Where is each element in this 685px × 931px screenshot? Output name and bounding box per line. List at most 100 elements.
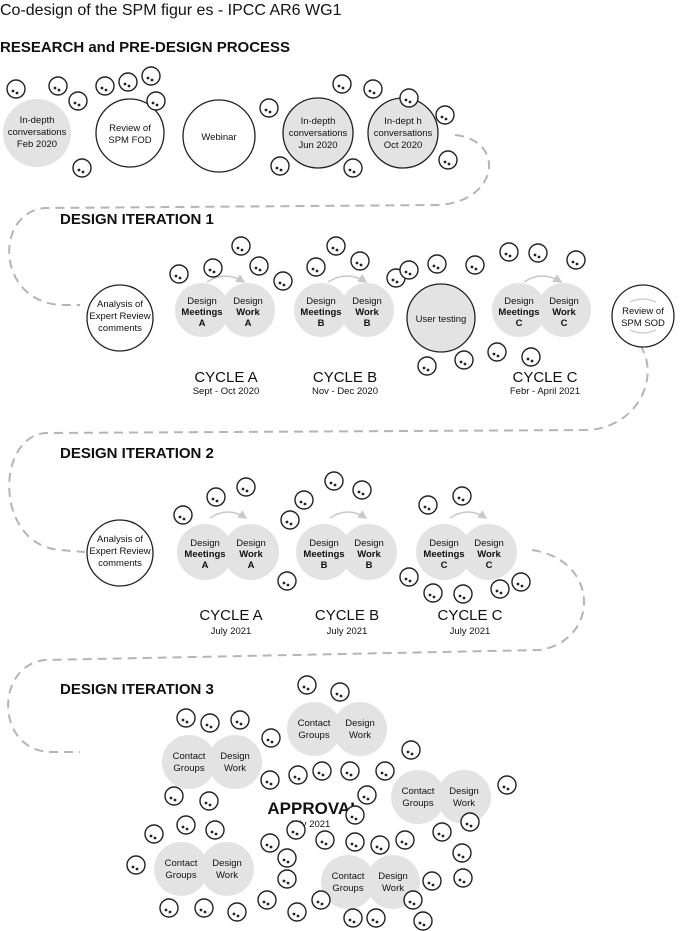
cycle-label: CYCLE C	[512, 369, 577, 386]
participant-face-icon	[363, 79, 383, 99]
svg-text:B: B	[364, 318, 371, 329]
svg-text:A: A	[245, 318, 252, 329]
participant-face-icon	[343, 908, 363, 928]
svg-text:Feb 2020: Feb 2020	[17, 139, 57, 150]
participant-face-icon	[297, 675, 317, 695]
svg-text:Groups: Groups	[173, 763, 204, 774]
svg-text:Design: Design	[352, 296, 382, 307]
participant-face-icon	[144, 824, 164, 844]
svg-text:Work: Work	[552, 307, 576, 318]
participant-face-icon	[460, 812, 480, 832]
svg-text:User testing: User testing	[416, 314, 467, 325]
participant-face-icon	[435, 105, 455, 125]
svg-text:Design: Design	[306, 296, 336, 307]
participant-face-icon	[249, 256, 269, 276]
svg-text:Design: Design	[233, 296, 263, 307]
cycle-date: July 2021	[327, 626, 368, 637]
participant-face-icon	[345, 805, 365, 825]
participant-face-icon	[72, 158, 92, 178]
svg-text:Work: Work	[453, 798, 475, 809]
research-circle-jun-2020: In-depth conversations Jun 2020	[282, 97, 354, 169]
svg-text:In-dept h: In-dept h	[384, 116, 422, 127]
svg-text:Meetings: Meetings	[300, 307, 341, 318]
participant-face-icon	[417, 356, 437, 376]
participant-face-icon	[343, 158, 363, 178]
svg-text:Work: Work	[216, 870, 238, 881]
cycle-date: Nov - Dec 2020	[312, 386, 378, 397]
svg-text:Expert Review: Expert Review	[89, 311, 150, 322]
participant-face-icon	[497, 775, 517, 795]
section-iteration-2-heading: DESIGN ITERATION 2	[60, 445, 214, 462]
participant-face-icon	[230, 710, 250, 730]
participant-face-icon	[452, 843, 472, 863]
svg-text:Groups: Groups	[298, 730, 329, 741]
participant-face-icon	[401, 740, 421, 760]
cycle-label: CYCLE C	[437, 607, 502, 624]
svg-text:Groups: Groups	[402, 798, 433, 809]
participant-face-icon	[312, 761, 332, 781]
participant-face-icon	[287, 902, 307, 922]
svg-text:Groups: Groups	[332, 883, 363, 894]
participant-face-icon	[452, 486, 472, 506]
svg-text:Meetings: Meetings	[498, 307, 539, 318]
participant-face-icon	[277, 848, 297, 868]
participant-face-icon	[345, 832, 365, 852]
participant-face-icon	[273, 271, 293, 291]
participant-face-icon	[403, 890, 423, 910]
cycle-date: July 2021	[211, 626, 252, 637]
participant-face-icon	[315, 830, 335, 850]
svg-text:Work: Work	[477, 549, 501, 560]
svg-text:Design: Design	[309, 538, 339, 549]
research-circle-feb-2020: In-depth conversations Feb 2020	[3, 99, 71, 167]
svg-text:Work: Work	[349, 730, 371, 741]
svg-text:Contact: Contact	[402, 786, 435, 797]
svg-text:A: A	[202, 560, 209, 571]
svg-text:Design: Design	[212, 858, 242, 869]
participant-icons	[6, 66, 586, 931]
section-research-heading: RESEARCH and PRE-DESIGN PROCESS	[0, 39, 290, 56]
svg-text:SPM SOD: SPM SOD	[621, 318, 665, 329]
participant-face-icon	[159, 898, 179, 918]
svg-text:Design: Design	[429, 538, 459, 549]
svg-text:Design: Design	[220, 751, 250, 762]
svg-text:A: A	[199, 318, 206, 329]
svg-text:Contact: Contact	[298, 718, 331, 729]
participant-face-icon	[257, 890, 277, 910]
participant-face-icon	[330, 682, 350, 702]
participant-face-icon	[259, 98, 279, 118]
participant-face-icon	[427, 254, 447, 274]
participant-face-icon	[413, 911, 433, 931]
cycle-pair-iteration-2-a: Design Meetings A Design Work A	[177, 510, 279, 580]
cycle-pair-iteration-2-b: Design Meetings B Design Work B	[296, 510, 397, 580]
research-circle-oct-2020: In-dept h conversations Oct 2020	[367, 97, 439, 169]
participant-face-icon	[487, 342, 507, 362]
svg-text:conversations: conversations	[289, 128, 348, 139]
participant-face-icon	[68, 91, 88, 111]
participant-face-icon	[173, 505, 193, 525]
svg-text:B: B	[366, 560, 373, 571]
svg-text:Meetings: Meetings	[181, 307, 222, 318]
participant-face-icon	[453, 868, 473, 888]
svg-text:Contact: Contact	[173, 751, 206, 762]
svg-text:Oct 2020: Oct 2020	[384, 140, 423, 151]
participant-face-icon	[205, 820, 225, 840]
approval-date: July 2021	[290, 819, 331, 830]
section-iteration-1-heading: DESIGN ITERATION 1	[60, 211, 214, 228]
svg-text:Analysis of: Analysis of	[97, 299, 143, 310]
participant-face-icon	[311, 890, 331, 910]
svg-text:Analysis of: Analysis of	[97, 534, 143, 545]
participant-face-icon	[294, 490, 314, 510]
participant-face-icon	[126, 855, 146, 875]
participant-face-icon	[332, 74, 352, 94]
svg-text:Work: Work	[236, 307, 260, 318]
svg-text:Contact: Contact	[332, 871, 365, 882]
page-title: Co-design of the SPM figur es - IPCC AR6…	[0, 2, 342, 19]
svg-text:conversations: conversations	[8, 127, 67, 138]
cycle-label: CYCLE B	[313, 369, 377, 386]
participant-face-icon	[366, 908, 386, 928]
svg-text:Design: Design	[190, 538, 220, 549]
participant-face-icon	[260, 770, 280, 790]
svg-text:Meetings: Meetings	[423, 549, 464, 560]
svg-text:Review of: Review of	[622, 306, 664, 317]
